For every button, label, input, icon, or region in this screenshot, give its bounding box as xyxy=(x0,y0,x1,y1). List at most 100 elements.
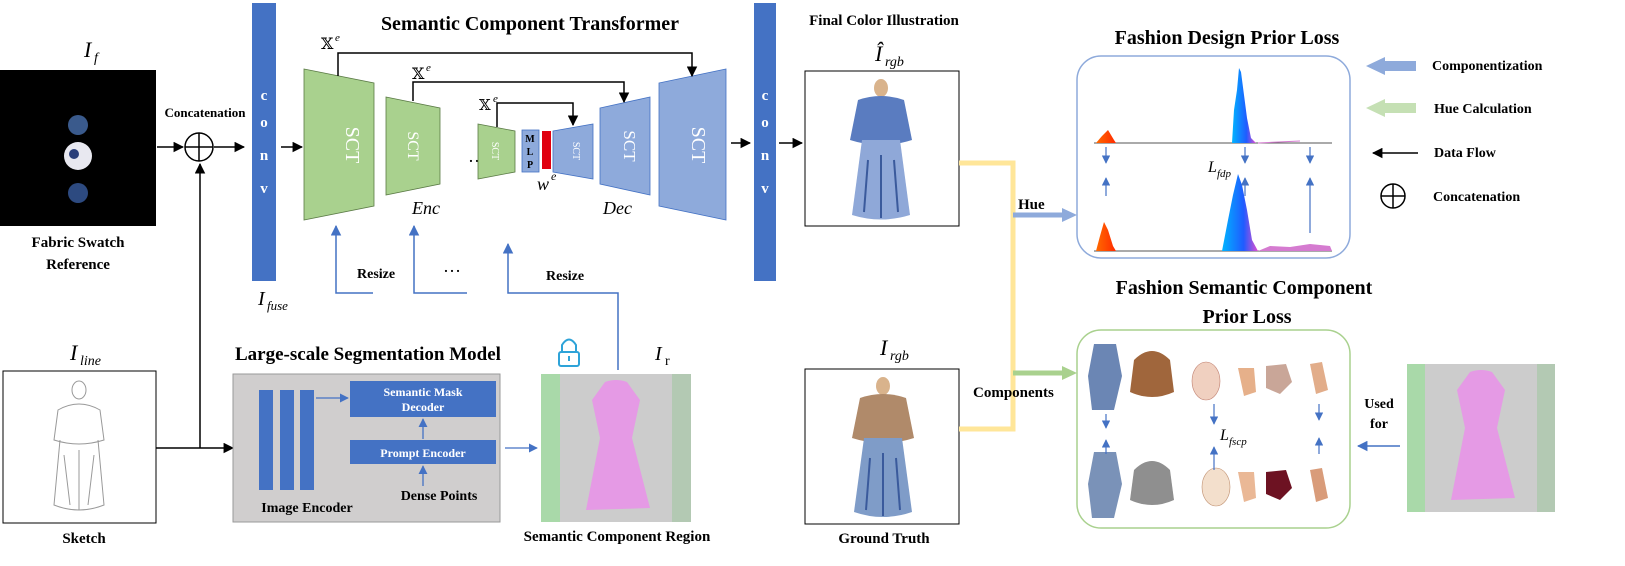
output-figure xyxy=(850,79,912,220)
used-for-label-2: for xyxy=(1370,417,1388,432)
svg-text:e: e xyxy=(493,93,498,105)
w-label: w e xyxy=(537,169,557,194)
sct-encoder-2 xyxy=(385,96,441,196)
semantic-mask-decoder-label-1: Semantic Mask xyxy=(384,385,463,399)
conv-2-label: c o n v xyxy=(761,88,770,197)
mlp-block xyxy=(521,129,540,173)
semantic-mask-decoder xyxy=(350,381,496,417)
svg-text:M: M xyxy=(525,134,535,145)
resize-label-2: Resize xyxy=(546,269,584,284)
fscp-title-2: Prior Loss xyxy=(1202,306,1291,328)
data-flow-arrows-left xyxy=(156,141,304,454)
fabric-caption-1: Fabric Swatch xyxy=(32,235,126,251)
fscp-loss-label: L fscp xyxy=(1219,427,1247,448)
conv-block-1 xyxy=(252,3,276,281)
svg-text:𝕏: 𝕏 xyxy=(321,36,334,53)
semantic-region-mask xyxy=(586,380,650,510)
svg-text:fdp: fdp xyxy=(1217,168,1232,180)
semantic-region-left-strip xyxy=(541,374,560,522)
hue-label: Hue xyxy=(1018,197,1045,213)
svg-text:I: I xyxy=(69,340,79,365)
hue-histogram-bottom xyxy=(1094,174,1332,252)
concat-icon xyxy=(184,132,214,162)
hue-histogram-top xyxy=(1094,68,1332,144)
mask-reference-mask xyxy=(1451,370,1515,500)
components-label: Components xyxy=(973,385,1054,401)
svg-text:Î: Î xyxy=(874,41,884,66)
hue-arrow xyxy=(1013,208,1077,222)
sketch-caption: Sketch xyxy=(62,531,106,547)
svg-text:n: n xyxy=(260,148,269,164)
svg-text:e: e xyxy=(335,32,340,44)
conv-1-label: c o n v xyxy=(260,88,269,197)
svg-text:fuse: fuse xyxy=(267,298,288,313)
svg-text:e: e xyxy=(551,169,557,183)
svg-text:v: v xyxy=(260,181,268,197)
svg-text:I: I xyxy=(654,343,663,365)
image-encoder-bar-1 xyxy=(259,390,273,490)
gt-caption: Ground Truth xyxy=(838,531,930,547)
svg-text:P: P xyxy=(527,160,533,171)
components-arrow xyxy=(1013,366,1077,380)
x-label-1: 𝕏 e xyxy=(321,32,340,53)
legend-hue-calculation: Hue Calculation xyxy=(1366,99,1532,117)
used-for-label-1: Used xyxy=(1364,397,1394,412)
line-input-label: I line xyxy=(69,340,101,369)
svg-text:c: c xyxy=(261,88,268,104)
concat-label: Concatenation xyxy=(165,105,247,120)
legend-componentization: Componentization xyxy=(1366,57,1543,75)
sct-title: Semantic Component Transformer xyxy=(381,13,679,35)
sct-decoder-2-label: SCT xyxy=(620,130,639,162)
sketch-figure xyxy=(53,380,105,511)
sct-decoder-small-label: SCT xyxy=(570,142,581,160)
svg-text:𝕏: 𝕏 xyxy=(479,98,491,114)
sct-decoder-2 xyxy=(599,96,651,196)
sct-encoder-1-label: SCT xyxy=(341,127,363,164)
svg-text:Data Flow: Data Flow xyxy=(1434,146,1497,161)
prompt-encoder-label: Prompt Encoder xyxy=(380,446,466,460)
svg-text:rgb: rgb xyxy=(890,349,909,364)
fuse-label: I fuse xyxy=(257,288,288,313)
sct-encoder-2-label: SCT xyxy=(404,131,421,161)
mask-reference-right-strip xyxy=(1537,364,1555,512)
image-encoder-bar-2 xyxy=(280,390,294,490)
conv-block-2 xyxy=(754,3,776,281)
sct-encoder-small-label: SCT xyxy=(489,142,500,160)
image-encoder-bar-3 xyxy=(300,390,314,490)
svg-text:f: f xyxy=(94,51,100,66)
fdp-compare-arrows xyxy=(1101,147,1315,233)
svg-text:line: line xyxy=(80,354,101,369)
svg-text:I: I xyxy=(83,37,93,62)
svg-text:L: L xyxy=(527,147,534,158)
svg-text:𝕏: 𝕏 xyxy=(412,66,425,83)
mask-reference-left-strip xyxy=(1407,364,1425,512)
svg-text:L: L xyxy=(1219,427,1229,444)
region-caption: Semantic Component Region xyxy=(524,529,711,545)
svg-text:r: r xyxy=(665,354,670,369)
gold-connectors xyxy=(959,160,1016,432)
fscp-title-1: Fashion Semantic Component xyxy=(1116,277,1373,299)
gt-figure xyxy=(852,377,914,517)
region-symbol: I r xyxy=(654,343,670,369)
dec-label: Dec xyxy=(602,198,632,218)
components-top-row xyxy=(1088,344,1328,410)
svg-text:Componentization: Componentization xyxy=(1432,59,1543,74)
dense-points-label: Dense Points xyxy=(401,489,478,504)
x-label-3: 𝕏 e xyxy=(479,93,498,114)
sct-decoder-small xyxy=(552,123,594,180)
sct-decoder-1 xyxy=(658,68,727,221)
weight-vector xyxy=(542,131,551,169)
resize-label-1: Resize xyxy=(357,267,395,282)
svg-text:fscp: fscp xyxy=(1229,436,1247,448)
fabric-swatch-patches xyxy=(64,115,92,203)
resize-dots: … xyxy=(443,256,461,276)
svg-text:o: o xyxy=(761,115,769,131)
svg-text:v: v xyxy=(761,181,769,197)
svg-text:c: c xyxy=(762,88,769,104)
svg-text:L: L xyxy=(1207,159,1217,176)
svg-text:Hue Calculation: Hue Calculation xyxy=(1434,102,1532,117)
legend-data-flow: Data Flow xyxy=(1371,146,1497,161)
sct-decoder-1-label: SCT xyxy=(687,127,709,164)
fscp-compare-arrows xyxy=(1101,404,1324,470)
components-bottom-row xyxy=(1088,452,1328,518)
